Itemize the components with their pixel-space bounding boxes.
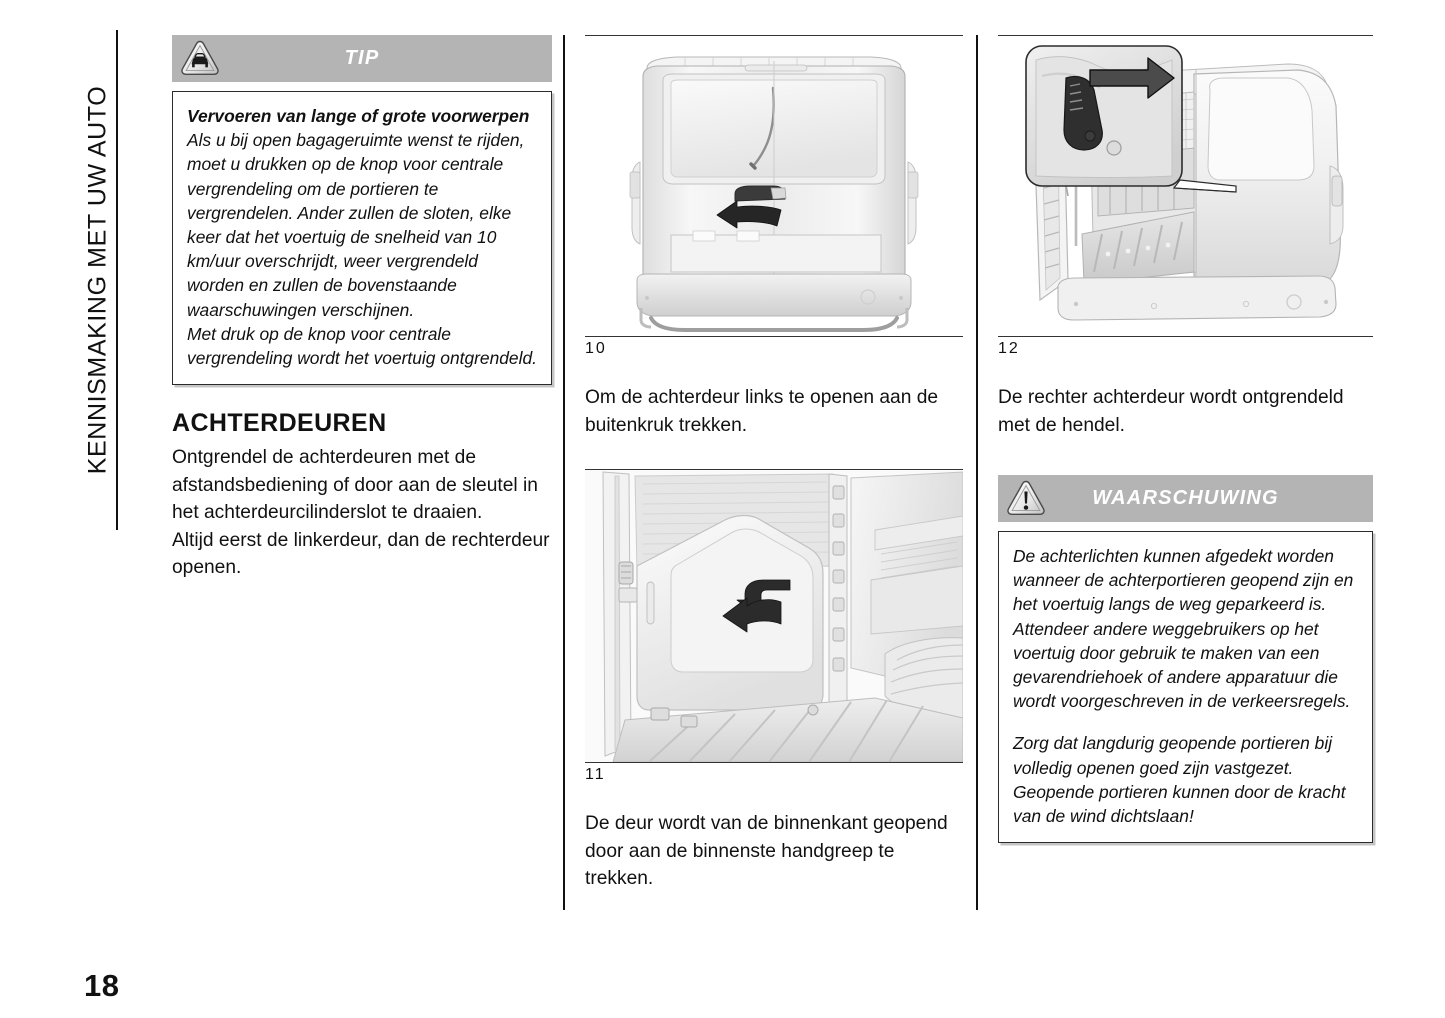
column-divider-right (976, 35, 978, 910)
tip-callout: TIP Vervoeren van lange of grote voorwer… (172, 35, 552, 386)
figure-12-text: De rechter achterdeur wordt ontgrendeld … (998, 387, 1344, 436)
figure-10-artwork (585, 36, 963, 336)
figure-10-text: Om de achterdeur links te openen aan de … (585, 387, 939, 436)
figure-12-caption: 12 (998, 340, 1020, 357)
tip-callout-paragraph-1: Als u bij open bagageruimte wenst te rij… (187, 130, 525, 320)
figure-11-caption: 11 (585, 766, 606, 783)
tip-callout-paragraph-2: Met druk op de knop voor centrale vergre… (187, 323, 537, 369)
warning-triangle-icon (1006, 478, 1048, 519)
section-paragraph-2: Altijd eerst de linkerdeur, dan de recht… (172, 529, 550, 579)
figure-12: 12 (998, 35, 1373, 358)
chapter-tab: KENNISMAKING MET UW AUTO (78, 30, 118, 530)
right-column: 12 De rechter achterdeur wordt ontgrende… (998, 35, 1373, 844)
section-paragraph-1: Ontgrendel de achterdeuren met de afstan… (172, 447, 538, 524)
figure-11-artwork (585, 470, 963, 762)
left-column: TIP Vervoeren van lange of grote voorwer… (172, 35, 552, 582)
warning-callout: WAARSCHUWING De achterlichten kunnen afg… (998, 475, 1373, 844)
figure-12-caption-rule (998, 336, 1373, 337)
warning-callout-paragraph-2: Attendeer andere weggebruikers op het vo… (1013, 618, 1351, 712)
figure-11-caption-rule (585, 762, 963, 763)
tip-callout-header: TIP (172, 35, 552, 82)
figure-12-artwork (998, 36, 1373, 336)
warning-callout-header: WAARSCHUWING (998, 475, 1373, 522)
warning-callout-title: WAARSCHUWING (1092, 487, 1279, 509)
section-heading-achterdeuren: ACHTERDEUREN (172, 409, 387, 438)
warning-callout-paragraph-1: De achterlichten kunnen afgedekt worden … (1013, 546, 1354, 615)
tip-callout-body: Vervoeren van lange of grote voorwerpen … (172, 91, 552, 386)
figure-10-caption-rule (585, 336, 963, 337)
car-warning-triangle-icon (180, 38, 222, 79)
middle-column: 10 Om de achterdeur links te openen aan … (585, 35, 963, 893)
column-divider-left (563, 35, 565, 910)
chapter-tab-label: KENNISMAKING MET UW AUTO (83, 85, 112, 475)
figure-11-text: De deur wordt van de binnenkant geopend … (585, 813, 948, 889)
figure-10-rule (585, 35, 963, 36)
chapter-tab-rule (115, 30, 118, 530)
figure-11: 11 (585, 469, 963, 784)
figure-10: 10 (585, 35, 963, 358)
tip-callout-heading: Vervoeren van lange of grote voorwerpen (187, 106, 530, 126)
tip-callout-title: TIP (344, 47, 380, 69)
warning-callout-paragraph-3: Zorg dat langdurig geopende portieren bi… (1013, 733, 1346, 827)
warning-callout-body: De achterlichten kunnen afgedekt worden … (998, 531, 1373, 844)
page-number: 18 (84, 968, 120, 1003)
figure-11-rule (585, 469, 963, 470)
figure-10-caption: 10 (585, 340, 607, 357)
figure-12-rule (998, 35, 1373, 36)
